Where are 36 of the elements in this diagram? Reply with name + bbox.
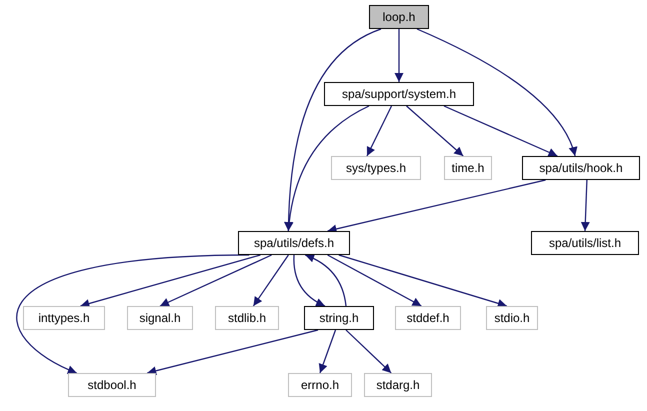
arrow xyxy=(394,29,404,82)
arrow xyxy=(346,330,392,374)
arrow xyxy=(406,106,464,156)
arrow xyxy=(366,106,392,156)
file-box: inttypes.h xyxy=(23,306,105,330)
arrow xyxy=(304,254,347,306)
file-box: stdarg.h xyxy=(364,373,432,397)
file-box: spa/utils/defs.h xyxy=(238,231,350,255)
arrow xyxy=(416,28,577,156)
file-box: errno.h xyxy=(288,373,352,397)
arrow xyxy=(80,254,261,308)
arrow xyxy=(327,254,422,307)
arrow xyxy=(284,105,370,232)
file-box: sys/types.h xyxy=(331,156,421,180)
file-box: stdlib.h xyxy=(215,306,279,330)
arrow xyxy=(147,329,318,376)
file-box: spa/support/system.h xyxy=(324,82,474,106)
file-box: stdio.h xyxy=(486,306,538,330)
file-box: spa/utils/hook.h xyxy=(522,156,640,180)
arrow xyxy=(284,28,382,232)
arrow xyxy=(252,254,289,306)
arrow xyxy=(16,254,250,374)
file-box: signal.h xyxy=(127,306,193,330)
file-box: stddef.h xyxy=(395,306,461,330)
arrow xyxy=(444,105,558,157)
file-box: time.h xyxy=(444,156,492,180)
arrow xyxy=(160,254,272,307)
arrow xyxy=(318,330,336,374)
arrow xyxy=(580,180,590,232)
file-box: stdbool.h xyxy=(68,373,156,397)
file-box: spa/utils/list.h xyxy=(531,231,639,255)
file-box: loop.h xyxy=(369,5,429,29)
arrow xyxy=(327,179,546,234)
file-box: string.h xyxy=(304,306,374,330)
arrow xyxy=(338,254,507,308)
arrow xyxy=(293,255,326,307)
